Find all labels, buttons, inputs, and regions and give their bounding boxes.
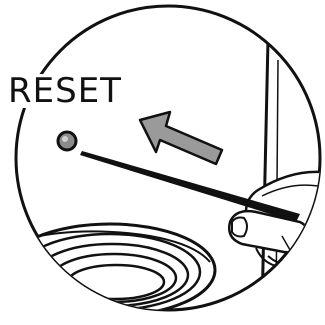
cable-coil-icon [5,224,215,316]
reset-label: RESET [6,74,124,108]
reset-hole-icon [58,132,76,150]
